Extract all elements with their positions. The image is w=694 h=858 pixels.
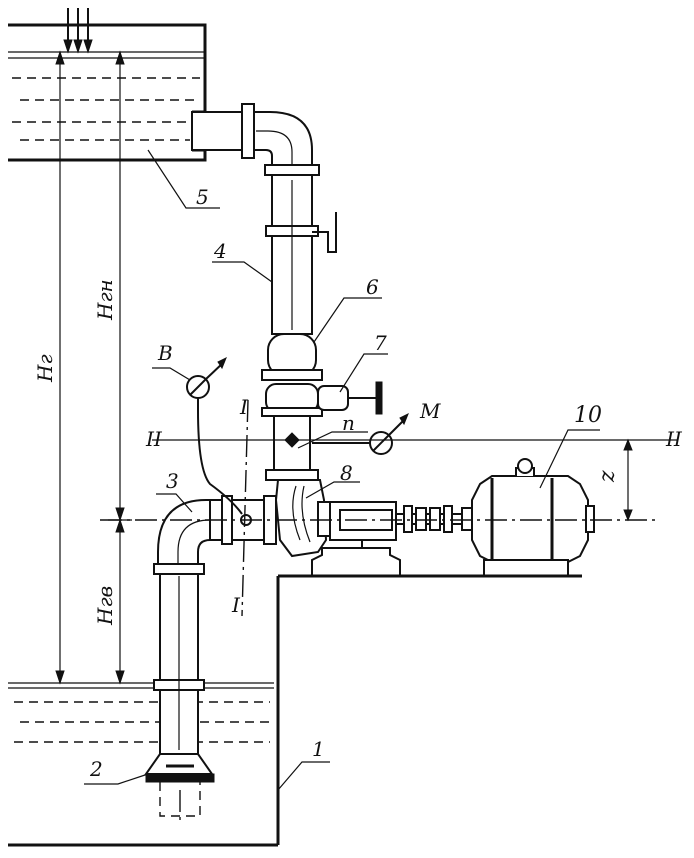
label-n: n bbox=[342, 411, 355, 435]
vacuum-gauge bbox=[186, 356, 243, 515]
upper-reservoir bbox=[8, 8, 207, 162]
height-dimensions bbox=[55, 50, 132, 685]
label-8: 8 bbox=[340, 461, 353, 485]
label-7: 7 bbox=[374, 331, 387, 355]
label-h-total: Hг bbox=[33, 354, 57, 383]
label-2: 2 bbox=[89, 757, 103, 781]
shaft-coupling bbox=[396, 505, 478, 533]
reference-lines bbox=[100, 399, 678, 617]
label-vacuum: В bbox=[157, 341, 173, 365]
label-manometer: М bbox=[419, 399, 441, 423]
electric-motor bbox=[471, 458, 595, 577]
pit-structure bbox=[8, 574, 582, 847]
labels: 5 4 6 7 n 8 3 10 2 1 В М I I II II z Hг … bbox=[33, 185, 683, 781]
lower-reservoir bbox=[8, 682, 274, 743]
label-4: 4 bbox=[213, 239, 227, 263]
label-section-1-bottom: I bbox=[231, 593, 241, 617]
label-h-suction: Hгв bbox=[93, 586, 117, 626]
label-section-1-top: I bbox=[239, 395, 249, 419]
label-section-2-left: II bbox=[145, 427, 163, 451]
label-10: 10 bbox=[574, 403, 602, 428]
label-section-2-right: II bbox=[665, 427, 683, 451]
valve-assembly bbox=[261, 333, 383, 417]
label-5: 5 bbox=[196, 185, 209, 209]
suction-pipe bbox=[144, 495, 277, 822]
label-h-pressure: Hгн bbox=[93, 279, 117, 321]
discharge-pipe bbox=[191, 103, 337, 335]
leader-lines bbox=[84, 149, 600, 791]
label-3: 3 bbox=[166, 469, 179, 493]
label-1: 1 bbox=[312, 737, 325, 761]
label-6: 6 bbox=[366, 275, 379, 299]
label-z: z bbox=[595, 470, 620, 483]
manometer bbox=[312, 412, 409, 455]
